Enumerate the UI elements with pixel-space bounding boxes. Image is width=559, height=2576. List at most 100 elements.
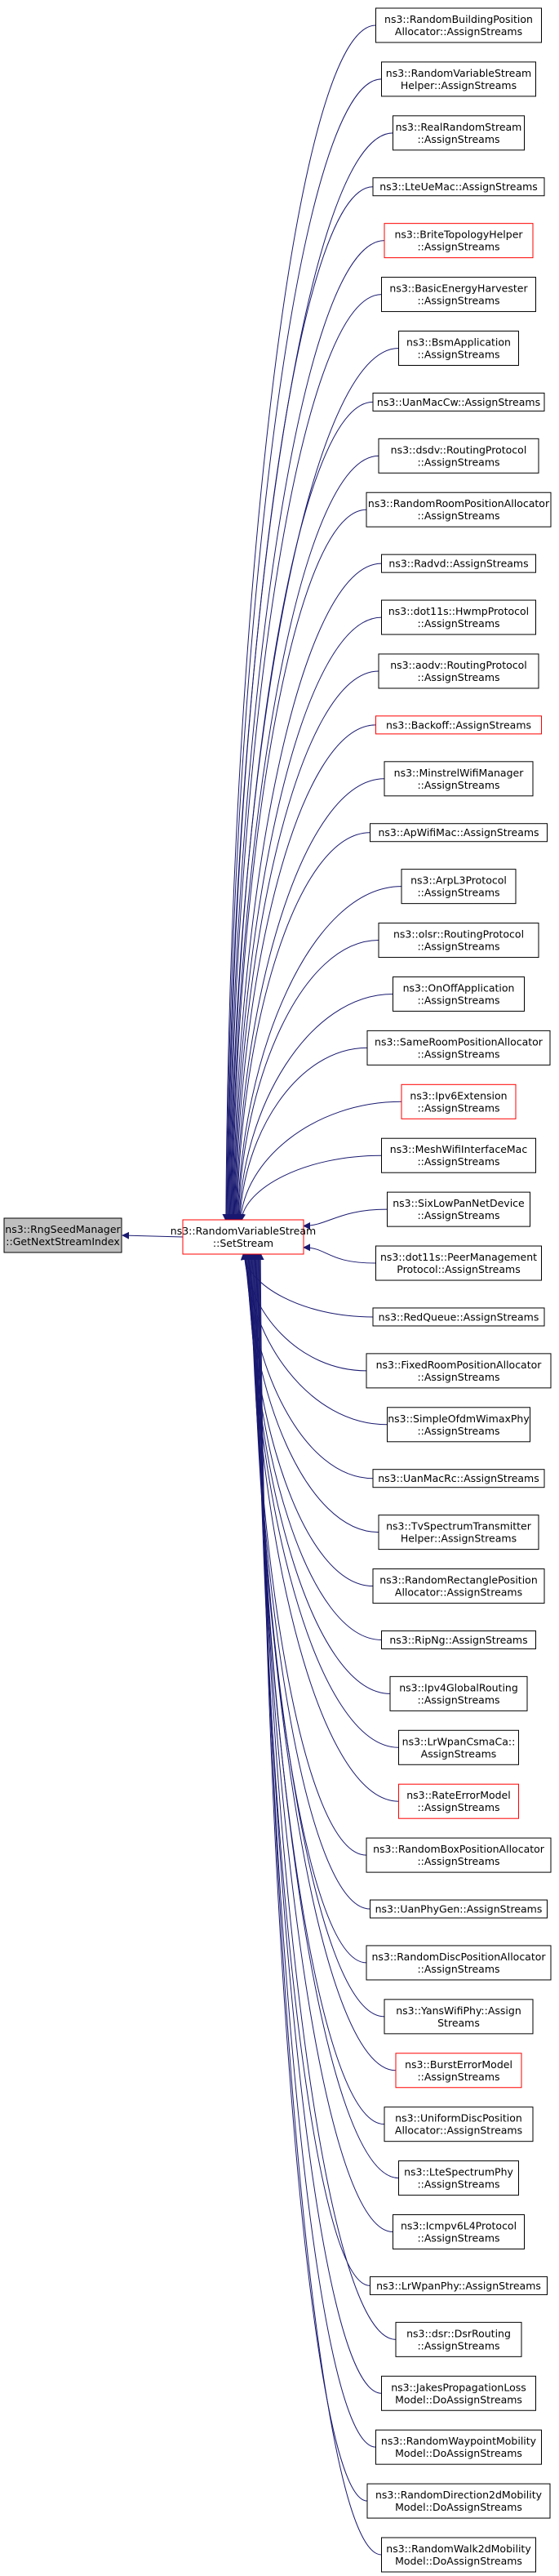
- node-box: [389, 1675, 528, 1711]
- caller-node[interactable]: ns3::LrWpanCsmaCa::AssignStreams: [398, 1729, 519, 1765]
- node-box: [381, 1630, 536, 1649]
- caller-node[interactable]: ns3::FixedRoomPositionAllocator::AssignS…: [366, 1353, 552, 1389]
- node-box: [398, 1729, 519, 1765]
- caller-node[interactable]: ns3::OnOffApplication::AssignStreams: [393, 976, 525, 1012]
- caller-node[interactable]: ns3::RandomVariableStreamHelper::AssignS…: [381, 61, 536, 97]
- call-edge: [249, 1252, 385, 2018]
- caller-node[interactable]: ns3::LrWpanPhy::AssignStreams: [370, 2276, 548, 2295]
- node-box: [366, 2483, 551, 2519]
- caller-node[interactable]: ns3::JakesPropagationLossModel::DoAssign…: [381, 2375, 536, 2411]
- caller-node[interactable]: ns3::dot11s::HwmpProtocol::AssignStreams: [381, 599, 536, 635]
- node-label-line: ::AssignStreams: [417, 1371, 499, 1383]
- caller-node[interactable]: ns3::aodv::RoutingProtocol::AssignStream…: [378, 653, 539, 689]
- caller-node[interactable]: ns3::Backoff::AssignStreams: [375, 715, 542, 735]
- caller-node[interactable]: ns3::BurstErrorModel::AssignStreams: [395, 2053, 522, 2089]
- node-box: [372, 1307, 545, 1327]
- caller-node[interactable]: ns3::SixLowPanNetDevice::AssignStreams: [387, 1191, 530, 1227]
- caller-node[interactable]: ns3::RandomDirection2dMobilityModel::DoA…: [366, 2483, 551, 2519]
- node-label-line: ns3::RandomRoomPositionAllocator: [368, 497, 550, 509]
- caller-node[interactable]: ns3::RandomBoxPositionAllocator::AssignS…: [366, 1837, 552, 1873]
- node-box: [401, 869, 517, 905]
- node-box: [370, 2276, 548, 2295]
- node-label-line: ::AssignStreams: [417, 1963, 499, 1975]
- caller-node[interactable]: ns3::SameRoomPositionAllocator::AssignSt…: [366, 1030, 551, 1066]
- caller-node[interactable]: ns3::BasicEnergyHarvester::AssignStreams: [381, 277, 536, 313]
- caller-node[interactable]: ns3::UanMacRc::AssignStreams: [372, 1469, 545, 1488]
- node-box: [366, 1353, 552, 1389]
- caller-node[interactable]: ns3::BsmApplication::AssignStreams: [398, 330, 519, 366]
- node-box: [366, 1837, 552, 1873]
- node-label-line: ::AssignStreams: [417, 456, 499, 468]
- call-edge: [247, 1252, 367, 1856]
- caller-node[interactable]: ns3::UanMacCw::AssignStreams: [372, 392, 545, 412]
- node-label-line: Streams: [437, 2017, 480, 2029]
- node-label-line: ns3::RipNg::AssignStreams: [389, 1634, 527, 1646]
- caller-node[interactable]: ns3::LteUeMac::AssignStreams: [372, 177, 545, 197]
- node-label-line: ::AssignStreams: [417, 2232, 499, 2245]
- call-edges: [122, 24, 402, 2556]
- call-edge: [230, 616, 382, 1221]
- caller-node[interactable]: ns3::Radvd::AssignStreams: [381, 554, 536, 573]
- caller-node[interactable]: ns3::LteSpectrumPhy::AssignStreams: [398, 2160, 519, 2196]
- node-label-line: ns3::SixLowPanNetDevice: [393, 1197, 525, 1209]
- caller-node[interactable]: ns3::olsr::RoutingProtocol::AssignStream…: [378, 923, 539, 959]
- call-edge: [228, 455, 379, 1221]
- caller-node[interactable]: ns3::RipNg::AssignStreams: [381, 1630, 536, 1649]
- node-box: [381, 1137, 536, 1173]
- call-edge: [256, 1252, 382, 2556]
- caller-node[interactable]: ns3::YansWifiPhy::AssignStreams: [384, 1999, 534, 2035]
- call-edge: [246, 1252, 399, 1748]
- call-edge: [225, 240, 385, 1221]
- node-box: [378, 1515, 539, 1550]
- caller-node[interactable]: ns3::RandomDiscPositionAllocator::Assign…: [366, 1945, 552, 1981]
- caller-node[interactable]: ns3::Ipv4GlobalRouting::AssignStreams: [389, 1675, 528, 1711]
- caller-node[interactable]: ns3::RandomWalk2dMobilityModel::DoAssign…: [381, 2537, 536, 2573]
- caller-node[interactable]: ns3::BriteTopologyHelper::AssignStreams: [384, 223, 534, 259]
- node-box: [387, 1407, 530, 1443]
- caller-node[interactable]: ns3::RandomWaypointMobilityModel::DoAssi…: [375, 2429, 542, 2465]
- call-edge: [232, 724, 376, 1221]
- call-edge: [241, 1252, 367, 1372]
- focus-node[interactable]: ns3::RngSeedManager::GetNextStreamIndex: [3, 1217, 122, 1253]
- node-label-line: ns3::RandomRectanglePosition: [379, 1574, 538, 1586]
- caller-node[interactable]: ns3::RedQueue::AssignStreams: [372, 1307, 545, 1327]
- node-label-line: ns3::RateErrorModel: [406, 1789, 510, 1801]
- node-label-line: ::AssignStreams: [417, 1425, 499, 1437]
- node-box: [393, 976, 525, 1012]
- caller-node[interactable]: ns3::UniformDiscPositionAllocator::Assig…: [384, 2107, 534, 2142]
- node-label-line: Helper::AssignStreams: [401, 79, 517, 91]
- caller-node[interactable]: ns3::Icmpv6L4Protocol::AssignStreams: [393, 2214, 525, 2250]
- caller-node[interactable]: ns3::Ipv6Extension::AssignStreams: [401, 1083, 517, 1119]
- caller-node[interactable]: ns3::MeshWifiInterfaceMac::AssignStreams: [381, 1137, 536, 1173]
- caller-node[interactable]: ns3::MinstrelWifiManager::AssignStreams: [384, 761, 534, 797]
- call-edge: [233, 778, 385, 1221]
- caller-node[interactable]: ns3::dsdv::RoutingProtocol::AssignStream…: [378, 438, 539, 474]
- call-edge: [242, 1252, 388, 1426]
- node-label-line: ns3::MeshWifiInterfaceMac: [390, 1143, 528, 1155]
- caller-node[interactable]: ns3::ArpL3Protocol::AssignStreams: [401, 869, 517, 905]
- caller-node[interactable]: ns3::RandomRoomPositionAllocator::Assign…: [366, 492, 552, 527]
- node-box: [398, 330, 519, 366]
- caller-node[interactable]: ns3::dot11s::PeerManagementProtocol::Ass…: [375, 1245, 542, 1281]
- caller-node[interactable]: ns3::ApWifiMac::AssignStreams: [370, 823, 548, 843]
- caller-node[interactable]: ns3::dsr::DsrRouting::AssignStreams: [395, 2321, 522, 2357]
- call-edge: [254, 1252, 382, 2394]
- caller-node[interactable]: ns3::SimpleOfdmWimaxPhy::AssignStreams: [387, 1407, 530, 1443]
- call-edge: [227, 401, 374, 1221]
- node-box: [372, 1568, 545, 1604]
- caller-node[interactable]: ns3::RandomBuildingPositionAllocator::As…: [375, 7, 542, 43]
- node-box: [375, 1245, 542, 1281]
- caller-node[interactable]: ns3::TvSpectrumTransmitterHelper::Assign…: [378, 1515, 539, 1550]
- caller-node[interactable]: ns3::RandomRectanglePositionAllocator::A…: [372, 1568, 545, 1604]
- caller-node[interactable]: ns3::RateErrorModel::AssignStreams: [398, 1783, 519, 1819]
- node-label-line: ns3::JakesPropagationLoss: [391, 2381, 526, 2393]
- node-box: [398, 2160, 519, 2196]
- node-label-line: ns3::RandomDiscPositionAllocator: [371, 1951, 546, 1963]
- call-edge: [228, 509, 367, 1221]
- caller-node[interactable]: ns3::RealRandomStream::AssignStreams: [393, 115, 525, 151]
- caller-node[interactable]: ns3::UanPhyGen::AssignStreams: [370, 1899, 548, 1919]
- hub-node[interactable]: ns3::RandomVariableStream::SetStream: [171, 1219, 316, 1255]
- call-edge: [242, 1252, 374, 1479]
- call-edge: [248, 1252, 367, 1964]
